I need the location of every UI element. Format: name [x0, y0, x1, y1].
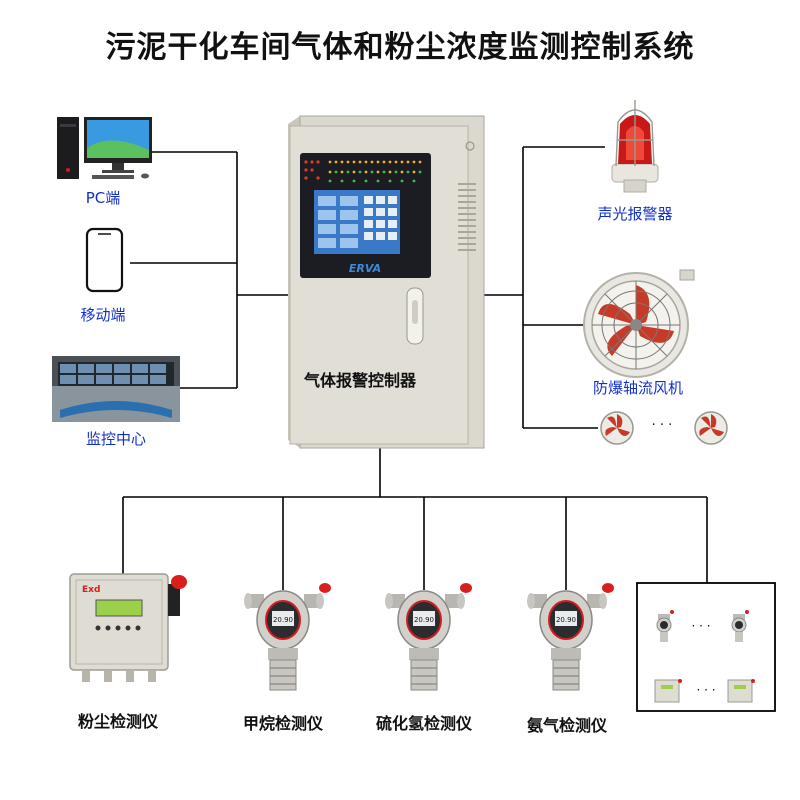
gas-detector-icon: 20.90: [244, 583, 331, 691]
pc-icon: [57, 117, 152, 179]
monitoring-center-icon: [52, 356, 180, 422]
label-more-fans: · · ·: [651, 418, 673, 433]
label-mobile: 移动端: [80, 306, 126, 324]
more-devices-box: · · · · · ·: [636, 582, 776, 712]
controller-brand: ERVA: [349, 262, 381, 275]
controller-label: 气体报警控制器: [303, 371, 417, 390]
detector-reading: 20.90: [556, 616, 576, 624]
gas-detector-icon: 20.90: [527, 583, 614, 691]
connector-lines: [122, 146, 708, 590]
mini-dust-detector-icon: [654, 679, 682, 703]
label-pc: PC端: [85, 189, 121, 207]
dust-detector-icon: Exd: [69, 573, 187, 682]
label-ammonia-detector: 氨气检测仪: [526, 716, 607, 735]
detector-reading: 20.90: [414, 616, 434, 624]
label-dust-detector: 粉尘检测仪: [77, 712, 158, 731]
more-dots: · · ·: [696, 683, 715, 697]
mini-dust-detector-icon: [727, 679, 755, 703]
small-fan-icon: [600, 411, 634, 445]
exd-tag: Exd: [82, 585, 100, 595]
label-h2s-detector: 硫化氢检测仪: [375, 714, 472, 733]
small-fan-icon: [694, 411, 728, 445]
alarm-light-icon: [611, 100, 659, 193]
label-methane-detector: 甲烷检测仪: [242, 714, 323, 733]
mini-gas-detector-icon: [731, 610, 749, 642]
label-monitoring-center: 监控中心: [85, 430, 146, 448]
label-alarm-light: 声光报警器: [597, 205, 673, 223]
diagram-title: 污泥干化车间气体和粉尘浓度监测控制系统: [105, 30, 695, 65]
more-dots: · · ·: [691, 619, 710, 633]
indicator-leds: [304, 160, 422, 183]
gas-alarm-controller: ERVA 气体报警控制器: [288, 115, 485, 449]
fan-icon: [583, 269, 695, 378]
detector-reading: 20.90: [273, 616, 293, 624]
gas-detector-icon: 20.90: [385, 583, 472, 691]
mini-gas-detector-icon: [656, 610, 674, 642]
label-fan: 防爆轴流风机: [592, 379, 683, 397]
phone-icon: [85, 227, 124, 293]
